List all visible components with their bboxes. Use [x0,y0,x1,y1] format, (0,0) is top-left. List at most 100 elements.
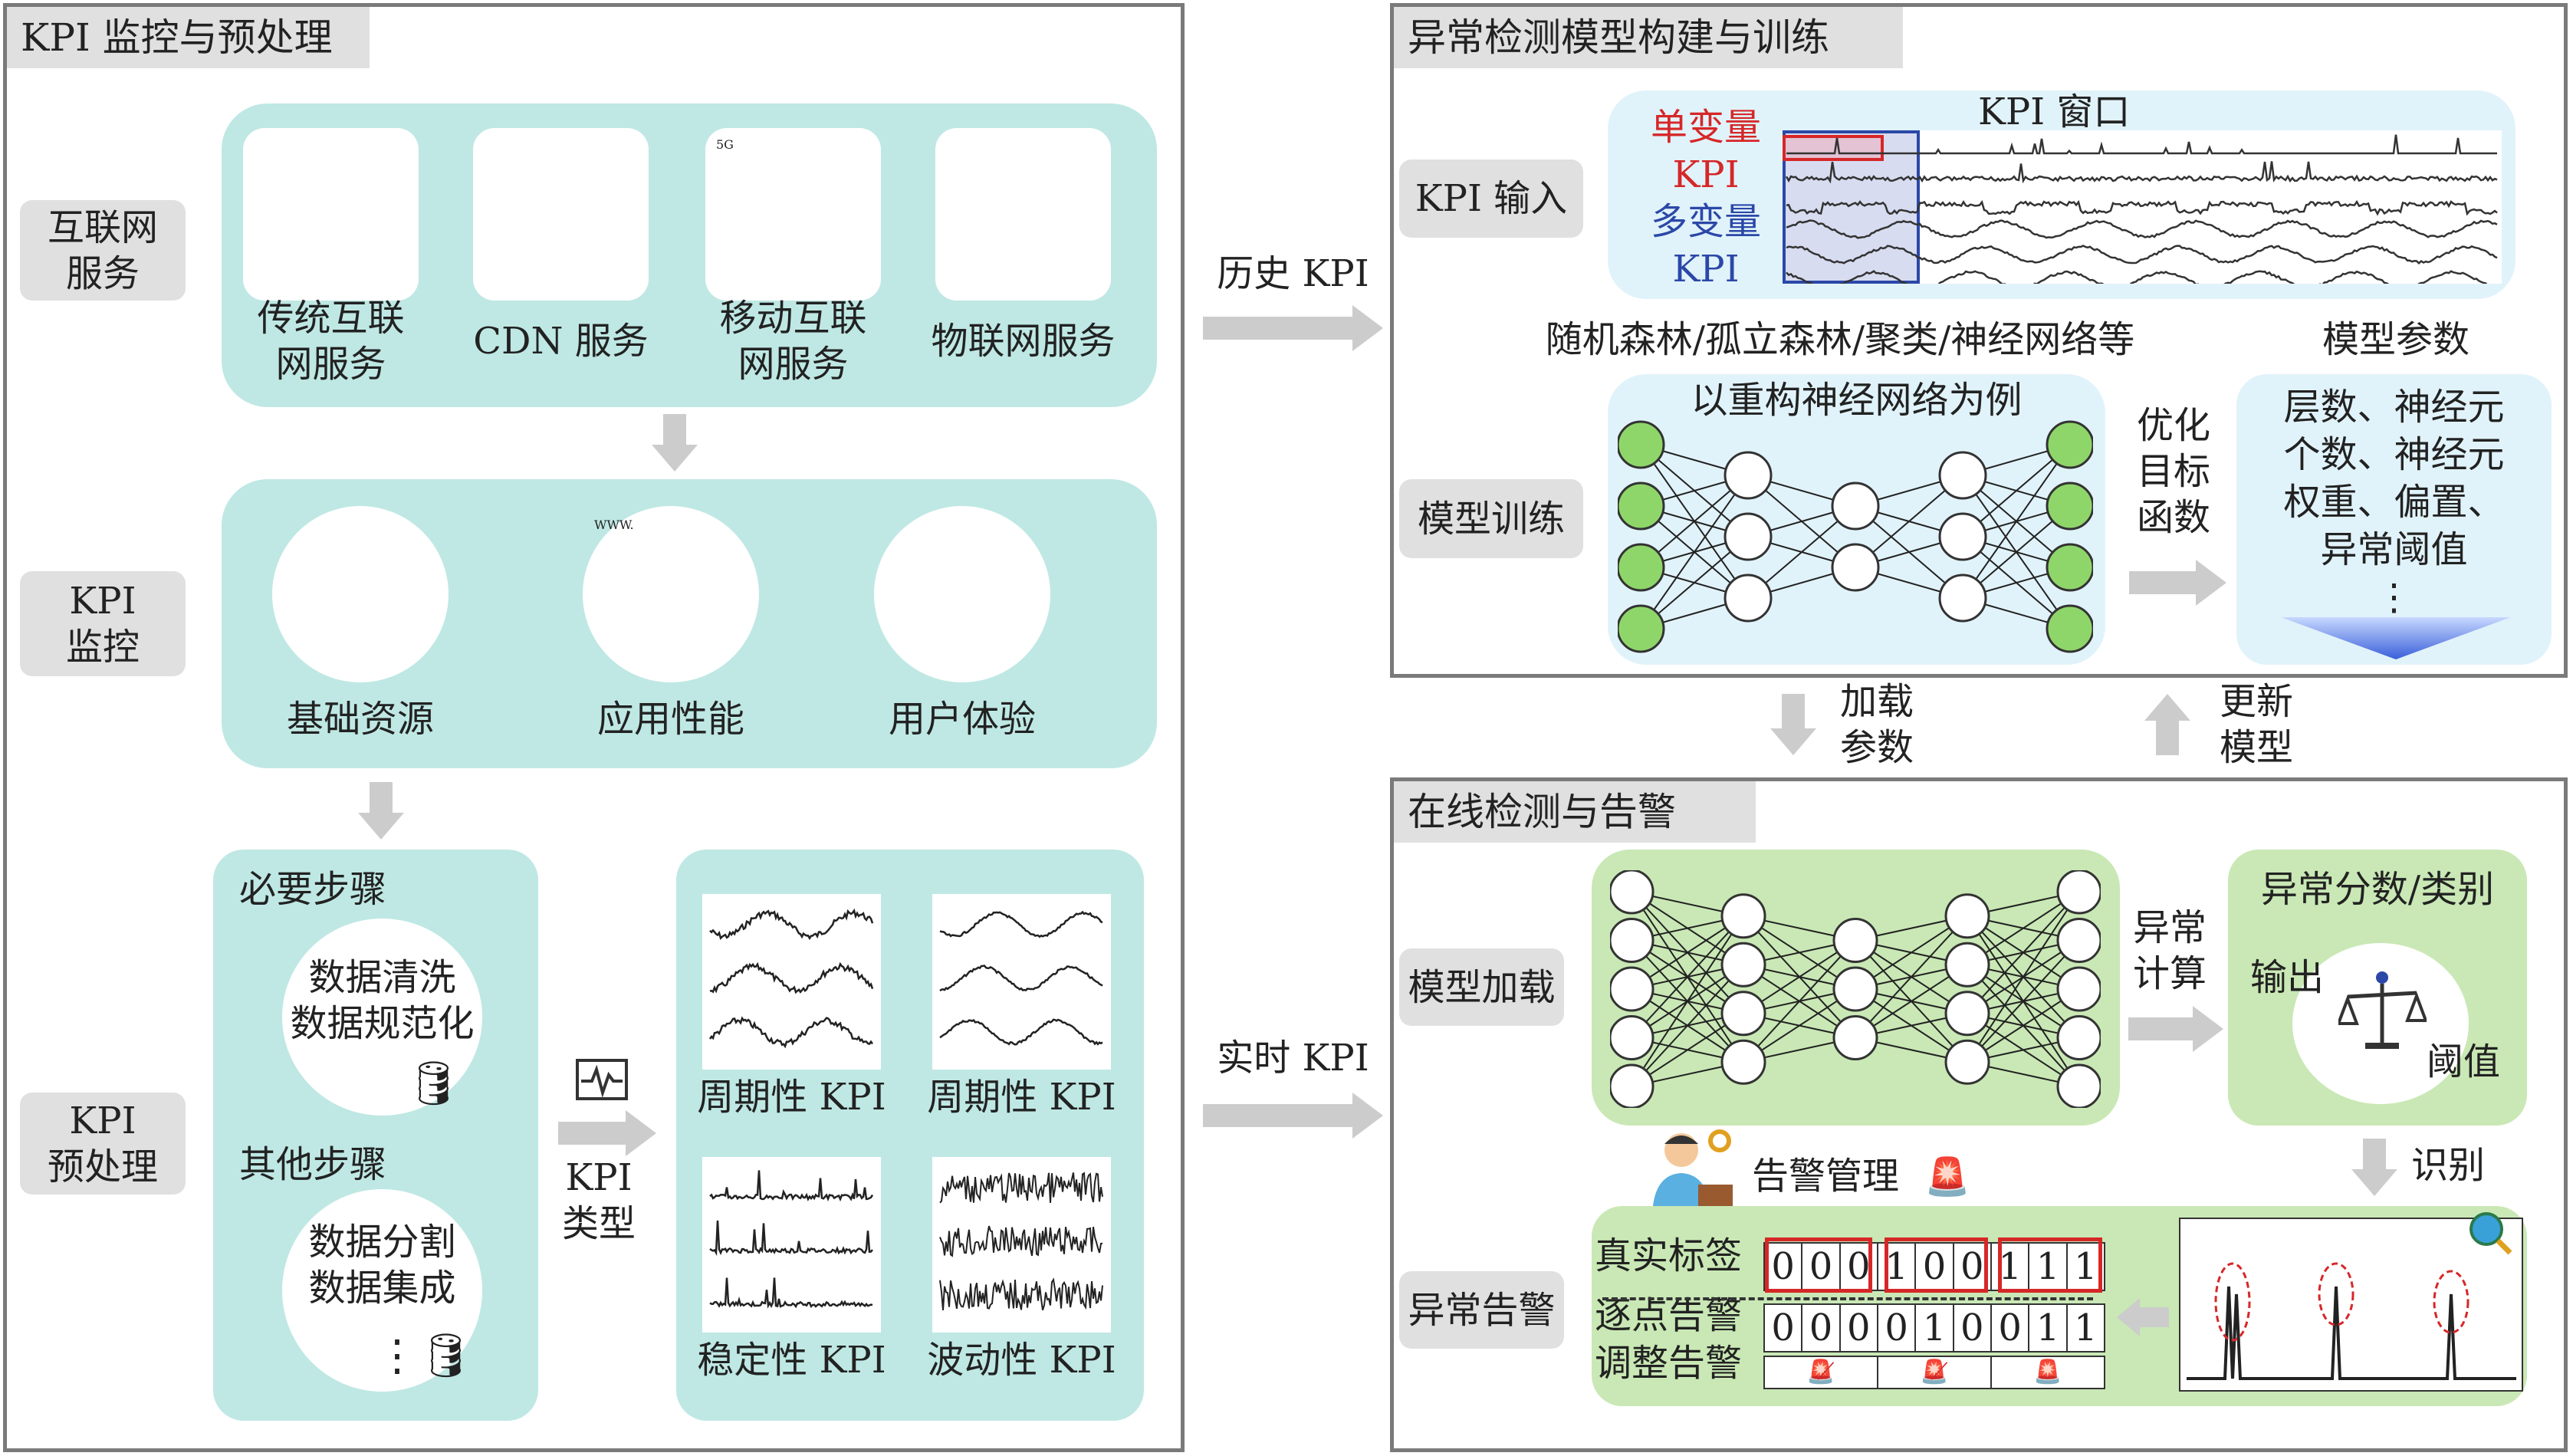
right-arrow [1203,1093,1383,1139]
segment-highlight [1998,1237,2102,1293]
output-label: 输出 [2250,956,2325,999]
label-cell: 1 [2029,1305,2068,1351]
nn-node [1832,918,1878,963]
nn-node [1724,512,1773,561]
nn-node [1944,1039,1990,1085]
model-params-list: 层数、神经元 个数、神经元 权重、偏置、 异常阈值 ⋮ [2283,386,2505,619]
down-arrow [2351,1139,2397,1196]
anomaly-spikes-chart [2187,1262,2516,1380]
truth-row-label: 真实标签 [1595,1234,1743,1277]
row-label-internet: 互联网 服务 [20,200,186,301]
history-kpi-label: 历史 KPI [1217,252,1369,295]
nn-node [1944,991,1990,1037]
label-cell: 0 [1916,1244,1954,1290]
label-cell: 0 [1765,1305,1803,1351]
alarm-suppressed-icon: 🚨̸ [1878,1357,1992,1388]
monitor-label: 用户体验 [888,698,1036,741]
update-model-label: 更新 模型 [2220,680,2294,769]
neural-network-diagram [1610,870,2101,1108]
row-label-preprocess: KPI 预处理 [20,1093,186,1195]
nn-node [2046,543,2093,592]
nn-node [1720,942,1766,988]
nn-node [1724,574,1773,623]
adjusted-row-label: 调整告警 [1595,1342,1743,1385]
kpi-type-chart [932,1157,1111,1333]
right-arrow [1203,305,1383,351]
database-gear-icon: 🛢 [406,1059,462,1109]
nn-node [1618,420,1665,469]
nn-node [1831,481,1880,531]
nn-node [2046,604,2093,653]
kpi-type-chart [932,894,1111,1070]
nn-node [2056,1063,2101,1108]
row-label-monitor: KPI 监控 [20,571,186,676]
panel-title: 在线检测与告警 [1394,781,1756,843]
down-arrow [1770,694,1816,755]
label-cell: 0 [1878,1305,1917,1351]
nn-node [1831,543,1880,592]
nn-node [1610,1063,1655,1108]
threshold-label: 阈值 [2427,1040,2501,1083]
nn-node [1944,893,1990,939]
other-steps-title: 其他步骤 [239,1143,387,1186]
panel-title: 异常检测模型构建与训练 [1394,7,1903,68]
balance-scale-icon [2338,971,2427,1049]
database-gear-icon: ⋮🛢 [376,1331,474,1381]
methods-text: 随机森林/孤立森林/聚类/神经网络等 [1545,318,2135,361]
kpi-window-series [1783,130,2502,284]
pulse-monitor-icon [576,1059,628,1100]
label-cell: 0 [1765,1244,1803,1290]
kpi-series-plot [708,908,874,1049]
monitor-circle [272,506,449,682]
svg-text:WWW.: WWW. [594,518,634,532]
label-cell: 1 [1916,1305,1954,1351]
alarm-suppressed-icon: 🚨̸ [1765,1357,1878,1388]
kpi-series-plot [709,1170,874,1309]
nn-node [1720,991,1766,1037]
down-arrow [652,414,698,472]
magnifier-icon [2469,1212,2512,1255]
kpi-series-plot [939,1172,1103,1310]
label-cell: 1 [2074,1245,2098,1288]
kpi-input-label: KPI 输入 [1399,159,1583,238]
nn-node [1720,893,1766,939]
univariate-kpi-label: 单变量 KPI [1650,106,1761,196]
other-steps-circle [282,1189,482,1392]
required-steps: 数据清洗 数据规范化 [290,956,475,1045]
5g-mobile-icon: 5G [716,137,734,152]
identify-label: 识别 [2411,1144,2486,1187]
nn-node [1618,604,1665,653]
right-arrow [2128,1006,2223,1052]
label-cell: 1 [1992,1244,2030,1290]
nn-node [2046,481,2093,531]
required-steps-title: 必要步骤 [239,868,387,911]
alarm-active-icon: 🚨 [2033,1359,2062,1385]
anomaly-compute-label: 异常 计算 [2132,906,2207,995]
univariate-window [1783,135,1884,161]
label-cell: 0 [1802,1305,1841,1351]
monitor-circle [874,506,1050,682]
kpi-series-plot [939,910,1103,1046]
down-arrow [358,782,404,840]
service-card [243,128,419,301]
kpi-type-label: 波动性 KPI [927,1339,1116,1382]
svg-text:5G: 5G [716,137,734,152]
segment-highlight [1885,1237,1988,1293]
panel-title: KPI 监控与预处理 [7,7,370,68]
multivariate-kpi-label: 多变量 KPI [1650,200,1761,291]
service-card [935,128,1111,301]
label-cell: 0 [1841,1305,1878,1351]
nn-node [1938,512,1987,561]
label-cell: 0 [1954,1244,1992,1290]
segment-highlight [1765,1237,1872,1293]
kpi-window-title: KPI 窗口 [1978,90,2131,133]
nn-node [1724,451,1773,500]
monitor-circle: WWW. [583,506,759,682]
nn-node [2046,420,2093,469]
nn-node [1938,451,1987,500]
kpi-type-label: 周期性 KPI [927,1076,1116,1119]
anomaly-score-title: 异常分数/类别 [2260,868,2495,911]
kpi-type-chart [702,894,881,1070]
alarm-siren-icon: 🚨 [1924,1155,1970,1198]
